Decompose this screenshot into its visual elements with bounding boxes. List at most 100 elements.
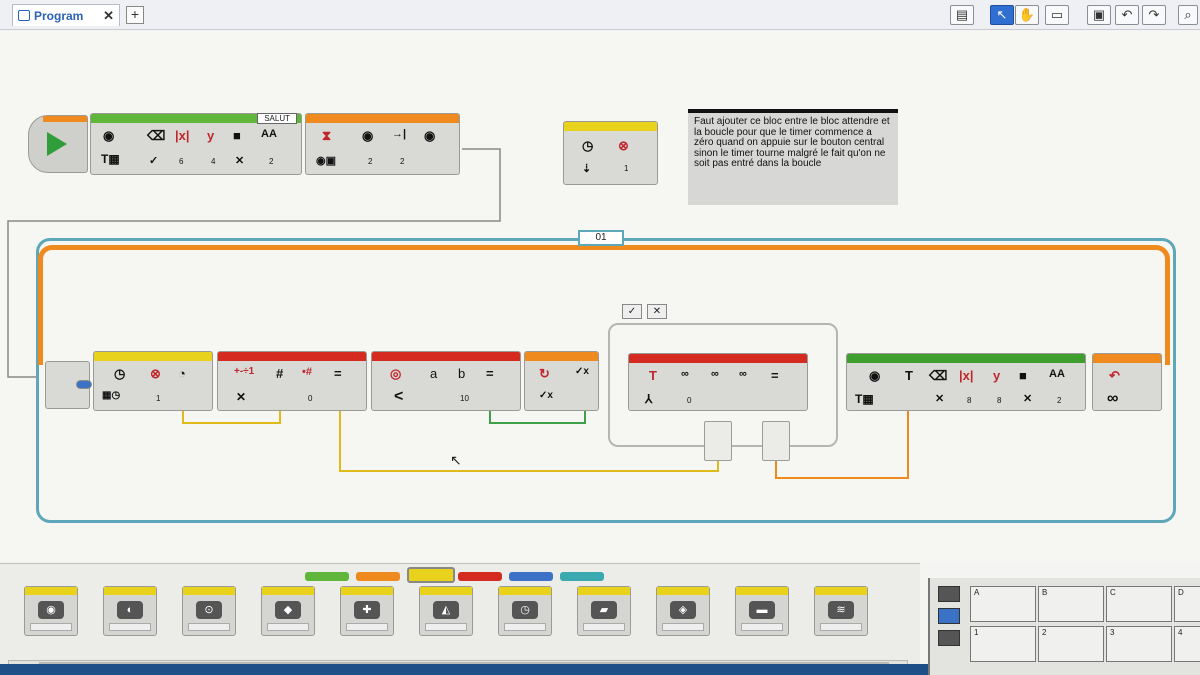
palette-tab-2[interactable]: [407, 567, 455, 583]
pan-tool-button[interactable]: ✋: [1015, 5, 1039, 25]
port-view-tab-icon[interactable]: [938, 586, 960, 602]
zoom-button[interactable]: ⌕: [1178, 5, 1198, 25]
loop-unlimited-icon[interactable]: ∞: [1107, 390, 1119, 407]
palette-gyro-sensor-icon: ✚: [354, 601, 380, 619]
math-number-icon: #: [276, 366, 284, 381]
display-2-y-value[interactable]: 8: [997, 396, 1002, 405]
motor-port-a[interactable]: A: [970, 586, 1036, 622]
palette-block-input: [504, 623, 546, 631]
palette-nxt-sound-block[interactable]: ≋: [814, 586, 868, 636]
display-block-1[interactable]: SALUT ◉ T▦ ⌫ |x| y ■ AA ✓ 6 4 ✕ 2: [90, 113, 302, 175]
loop-timer-value[interactable]: 1: [156, 394, 161, 403]
switch-case-true[interactable]: ✓: [622, 304, 642, 319]
palette-block-input: [741, 623, 783, 631]
display-2-t-icon: T: [905, 368, 913, 383]
wire-connector-a: [704, 421, 732, 461]
wait-value-1[interactable]: 2: [368, 157, 373, 166]
save-button[interactable]: ▣: [1087, 5, 1111, 25]
motor-port-c[interactable]: C: [1106, 586, 1172, 622]
brick-info-tab-icon[interactable]: [938, 608, 960, 624]
y-value[interactable]: 4: [211, 157, 216, 166]
palette-energy-meter-icon: ▬: [749, 601, 775, 619]
loop-timer-block[interactable]: ◷ ⊗ ◔ ▦◷ 1: [93, 351, 213, 411]
available-bricks-tab-icon[interactable]: [938, 630, 960, 646]
tab-close-icon[interactable]: ✕: [103, 7, 114, 23]
math-icon: +-÷1: [234, 366, 255, 377]
logic-check-icon: ✓x: [575, 366, 589, 377]
palette-timer-block[interactable]: ◷: [498, 586, 552, 636]
palette-block-input: [820, 623, 862, 631]
palette-block-input: [425, 623, 467, 631]
timer-read-mode-icon: ▦◷: [102, 390, 121, 401]
mouse-cursor-icon: ↖: [450, 452, 462, 468]
color-icon: ■: [233, 128, 241, 143]
display-2-x-value[interactable]: 8: [967, 396, 972, 405]
palette-energy-meter-block[interactable]: ▬: [735, 586, 789, 636]
display-block-2[interactable]: ◉ T ⌫ |x| y ■ AA T▦ ✕ 8 8 ✕ 2: [846, 353, 1086, 411]
display-icon: ◉: [103, 128, 115, 143]
clear-check-icon: ✓: [149, 155, 159, 167]
palette-tab-5[interactable]: [560, 572, 604, 581]
palette-infrared-sensor-block[interactable]: ◭: [419, 586, 473, 636]
switch-condition-block[interactable]: ↻ ✓x ✓x: [524, 351, 599, 411]
sensor-port-2[interactable]: 2: [1038, 626, 1104, 662]
palette-motor-rotation-block[interactable]: ⊙: [182, 586, 236, 636]
wait-block[interactable]: ⧗ ◉ →| ◉ ◉▣ 2 2: [305, 113, 460, 175]
logic-mode-icon: ✓x: [539, 390, 553, 401]
text-block[interactable]: T ∞ ∞ ∞ = ⅄ 0: [628, 353, 808, 411]
redo-button[interactable]: ↷: [1142, 5, 1166, 25]
compare-b-value[interactable]: 10: [460, 394, 469, 403]
sensor-port-3[interactable]: 3: [1106, 626, 1172, 662]
display-2-color-cross-icon: ✕: [1023, 393, 1033, 405]
palette-block-input: [346, 623, 388, 631]
comment-note[interactable]: Faut ajouter ce bloc entre le bloc atten…: [688, 109, 898, 205]
start-block[interactable]: [28, 115, 88, 173]
text-a-link-icon: ∞: [681, 368, 689, 380]
motor-port-d[interactable]: D: [1174, 586, 1200, 622]
color-cross-icon: ✕: [235, 155, 245, 167]
math-block[interactable]: +-÷1 # •# = ✕ 0: [217, 351, 367, 411]
palette-touch-sensor-icon: ▰: [591, 601, 617, 619]
sensor-port-4[interactable]: 4: [1174, 626, 1200, 662]
wait-value-2[interactable]: 2: [400, 157, 405, 166]
palette-tab-4[interactable]: [509, 572, 553, 581]
comment-tool-button[interactable]: ▭: [1045, 5, 1069, 25]
play-icon: [47, 132, 67, 156]
display-2-font-value[interactable]: 2: [1057, 396, 1062, 405]
x-value[interactable]: 6: [179, 157, 184, 166]
loop-header: [38, 245, 1170, 365]
motor-port-b[interactable]: B: [1038, 586, 1104, 622]
palette-tab-1[interactable]: [356, 572, 400, 581]
floating-timer-block[interactable]: ◷ ⊗ ⇣ 1: [563, 121, 658, 185]
sensor-port-1[interactable]: 1: [970, 626, 1036, 662]
select-tool-button[interactable]: ↖: [990, 5, 1014, 25]
loop-end-block[interactable]: ↶ ∞: [1092, 353, 1162, 411]
text-value[interactable]: 0: [687, 396, 692, 405]
math-value[interactable]: 0: [308, 394, 313, 403]
palette-medium-motor-block[interactable]: ◉: [24, 586, 78, 636]
palette-touch-sensor-block[interactable]: ▰: [577, 586, 631, 636]
palette-gyro-sensor-block[interactable]: ✚: [340, 586, 394, 636]
loop-timer-icon: ◷: [114, 366, 126, 381]
switch-case-false[interactable]: ✕: [647, 304, 667, 319]
program-canvas[interactable]: SALUT ◉ T▦ ⌫ |x| y ■ AA ✓ 6 4 ✕ 2 ⧗ ◉ →|…: [0, 31, 1200, 561]
palette-color-sensor-block[interactable]: ◆: [261, 586, 315, 636]
palette-large-motor-block[interactable]: ◐: [103, 586, 157, 636]
compare-block[interactable]: ◎ a b = < 10: [371, 351, 521, 411]
floating-timer-value[interactable]: 1: [624, 164, 629, 173]
font-value[interactable]: 2: [269, 157, 274, 166]
add-tab-button[interactable]: +: [126, 6, 144, 24]
undo-button[interactable]: ↶: [1115, 5, 1139, 25]
less-than-mode[interactable]: <: [394, 388, 404, 405]
palette-tab-0[interactable]: [305, 572, 349, 581]
reset-mode-icon: ⇣: [582, 163, 592, 175]
tab-program[interactable]: Program ✕: [12, 4, 120, 26]
font-size-icon: AA: [261, 128, 277, 140]
palette-tab-3[interactable]: [458, 572, 502, 581]
content-editor-button[interactable]: ▤: [950, 5, 974, 25]
palette-ultrasonic-sensor-block[interactable]: ◈: [656, 586, 710, 636]
loop-name-tag[interactable]: 01: [578, 230, 624, 246]
palette-block-input: [30, 623, 72, 631]
text-b-link-icon: ∞: [711, 368, 719, 380]
